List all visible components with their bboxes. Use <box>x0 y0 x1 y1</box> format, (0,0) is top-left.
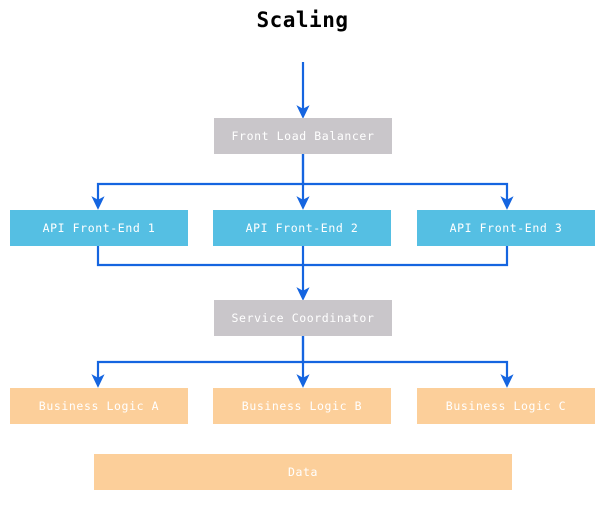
edge-coordinator-to-logic-a <box>91 336 305 388</box>
node-business-logic-c[interactable]: Business Logic C <box>417 388 595 424</box>
node-label: Service Coordinator <box>231 311 375 325</box>
node-label: Front Load Balancer <box>231 129 375 143</box>
edge-balancer-to-api-1 <box>91 154 305 210</box>
node-front-load-balancer[interactable]: Front Load Balancer <box>214 118 392 154</box>
page-title: Scaling <box>256 8 349 32</box>
node-label: Business Logic C <box>445 399 567 413</box>
node-label: API Front-End 3 <box>449 221 563 235</box>
node-api-front-end-1[interactable]: API Front-End 1 <box>10 210 188 246</box>
node-service-coordinator[interactable]: Service Coordinator <box>214 300 392 336</box>
node-api-front-end-2[interactable]: API Front-End 2 <box>213 210 391 246</box>
node-label: Business Logic A <box>38 399 160 413</box>
node-label: API Front-End 2 <box>245 221 359 235</box>
node-label: Business Logic B <box>241 399 363 413</box>
edge-api-3-to-coordinator <box>303 246 509 267</box>
edge-coordinator-to-logic-c <box>303 360 514 388</box>
edge-balancer-to-api-3 <box>303 182 514 210</box>
node-api-front-end-3[interactable]: API Front-End 3 <box>417 210 595 246</box>
node-business-logic-a[interactable]: Business Logic A <box>10 388 188 424</box>
edge-api-1-to-coordinator <box>96 246 303 267</box>
node-label: Data <box>287 465 319 479</box>
node-business-logic-b[interactable]: Business Logic B <box>213 388 391 424</box>
node-data[interactable]: Data <box>94 454 512 490</box>
node-label: API Front-End 1 <box>42 221 156 235</box>
